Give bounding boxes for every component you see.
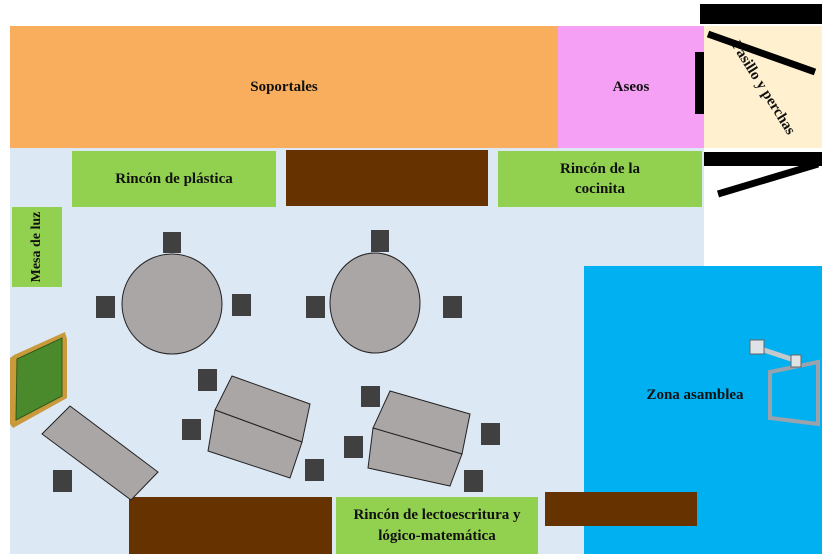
rincon-cocinita-label: Rincón de la cocinita: [559, 160, 640, 197]
shelf-right: [545, 492, 697, 526]
rincon-lectoescritura: Rincón de lectoescritura y lógico-matemá…: [336, 497, 538, 554]
wall-top: [700, 4, 822, 24]
shelf-bottom: [129, 497, 332, 554]
rincon-plastica-label: Rincón de plástica: [115, 170, 233, 187]
rincon-cocinita: Rincón de la cocinita: [498, 151, 702, 207]
shelf-top: [286, 150, 488, 206]
zone-soportales: Soportales: [10, 26, 558, 148]
rincon-plastica: Rincón de plástica: [72, 151, 276, 207]
wall-bottom: [704, 152, 822, 166]
mesa-de-luz-label: Mesa de luz: [29, 211, 45, 283]
zone-aseos: Aseos: [558, 26, 704, 148]
mesa-de-luz: [12, 207, 62, 287]
zone-asamblea-label: Zona asamblea: [646, 386, 744, 403]
door-swing-bottom: [716, 160, 820, 198]
rincon-lectoescritura-label: Rincón de lectoescritura y lógico-matemá…: [353, 507, 521, 544]
zone-soportales-label: Soportales: [250, 78, 318, 95]
zone-aseos-label: Aseos: [612, 78, 650, 95]
